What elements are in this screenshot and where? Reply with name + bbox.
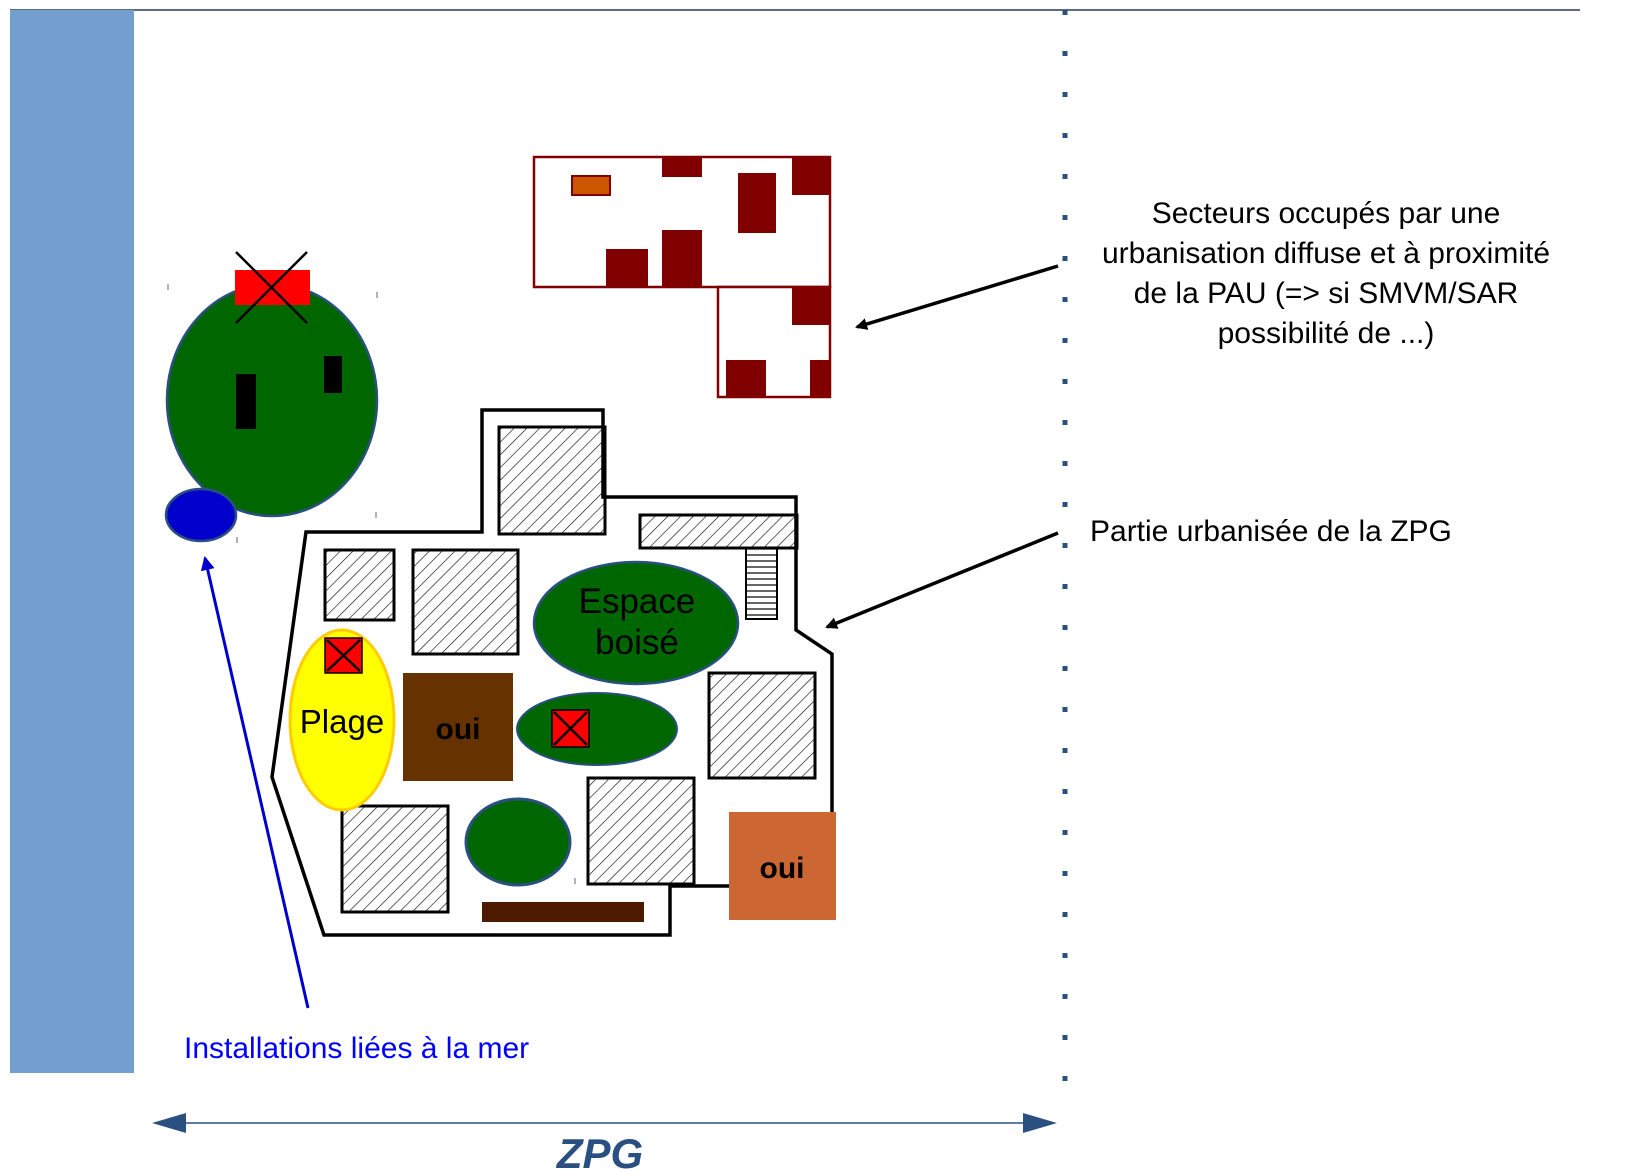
- hatched-building: [707, 671, 817, 780]
- sector-building: [606, 249, 648, 287]
- coastal-building: [236, 374, 256, 429]
- installations-label: Installations liées à la mer: [184, 1032, 529, 1065]
- dark-brown-strip: [482, 902, 644, 922]
- espace-boise-label-line2: boisé: [595, 623, 679, 662]
- sector-building: [662, 230, 702, 287]
- left-arrowhead-icon: [152, 1113, 186, 1133]
- sea-strip: [10, 10, 134, 1073]
- secteurs-label-line4: possibilité de ...): [1218, 317, 1435, 350]
- sector-building: [726, 360, 766, 397]
- sector-building: [792, 287, 830, 325]
- secteurs-label-line3: de la PAU (=> si SMVM/SAR: [1134, 277, 1519, 310]
- partie-urbanisee-label: Partie urbanisée de la ZPG: [1090, 515, 1452, 548]
- arrow-to-diffuse-sector: [855, 264, 1059, 330]
- zpg-label: ZPG: [556, 1130, 643, 1172]
- oui-brown-label: oui: [436, 713, 481, 746]
- espace-boise-label-line1: Espace: [579, 582, 696, 621]
- sector-building: [792, 157, 830, 195]
- sea-installation-pond: [164, 487, 238, 543]
- green-space-area: [516, 692, 678, 766]
- hatched-building: [411, 548, 520, 656]
- diffuse-urbanisation-sector: [532, 155, 832, 399]
- arrow-to-sea-installation: [200, 556, 310, 1009]
- oui-orange-block: [729, 812, 836, 920]
- cross-mark-icon: [235, 251, 308, 324]
- plage-area: [288, 628, 396, 812]
- decorative-dots: [167, 284, 576, 884]
- oui-orange-label: oui: [760, 852, 805, 885]
- green-space-area: [464, 797, 572, 887]
- espace-boise-area: [532, 560, 740, 686]
- oui-brown-block: [403, 673, 513, 781]
- sector-orange-building: [571, 175, 611, 196]
- secteurs-label-line1: Secteurs occupés par une: [1152, 197, 1501, 230]
- coastal-wooded-area: [165, 282, 379, 518]
- hatched-building: [323, 548, 396, 622]
- hatched-building: [638, 513, 799, 550]
- sector-building: [662, 157, 702, 177]
- right-arrowhead-icon: [1023, 1113, 1057, 1133]
- built-blocks: [323, 425, 817, 914]
- coastal-building: [324, 356, 342, 393]
- arrow-to-urbanised-area: [825, 531, 1059, 629]
- plage-label: Plage: [300, 703, 384, 740]
- striped-building: [745, 547, 778, 620]
- secteurs-label-line2: urbanisation diffuse et à proximité: [1102, 237, 1550, 270]
- hatched-building: [497, 425, 607, 536]
- sector-building: [738, 173, 776, 233]
- sector-building: [810, 360, 830, 397]
- hatched-building: [340, 804, 450, 914]
- cross-mark-icon: [326, 639, 361, 672]
- hatched-building: [586, 776, 696, 886]
- cross-mark-icon: [553, 711, 588, 746]
